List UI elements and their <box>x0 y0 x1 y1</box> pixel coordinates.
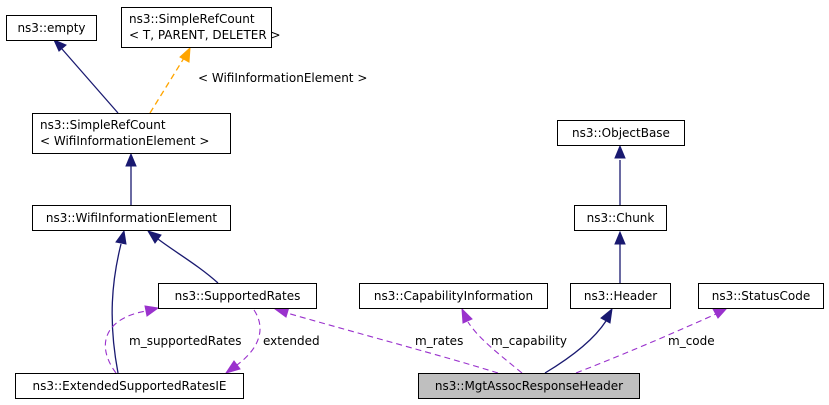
label-template-arg: < WifiInformationElement > <box>198 71 367 85</box>
edge-simplerefcount-to-empty <box>61 48 119 114</box>
node-mgtassocresponseheader-label: ns3::MgtAssocResponseHeader <box>435 379 623 393</box>
node-supportedrates-label: ns3::SupportedRates <box>175 289 301 303</box>
node-wifiinformationelement-label: ns3::WifiInformationElement <box>46 211 218 225</box>
node-statuscode-label: ns3::StatusCode <box>712 289 811 303</box>
arrowhead-template <box>179 46 191 63</box>
node-objectbase-label: ns3::ObjectBase <box>572 126 670 140</box>
arrowhead-empty <box>53 39 67 52</box>
node-capabilityinformation[interactable]: ns3::CapabilityInformation <box>359 283 548 309</box>
node-extendedsupportedratesie[interactable]: ns3::ExtendedSupportedRatesIE <box>15 373 244 399</box>
edge-mgt-to-header <box>544 320 607 374</box>
node-simplerefcount-template-line2: < T, PARENT, DELETER > <box>129 28 281 42</box>
arrowhead-header <box>600 307 613 324</box>
arrowhead-m-code <box>712 307 729 319</box>
arrowhead-extended <box>224 360 241 374</box>
edge-supportedrates-to-wie <box>157 238 219 284</box>
label-extended: extended <box>263 334 320 348</box>
node-simplerefcount-wie[interactable]: ns3::SimpleRefCount < WifiInformationEle… <box>32 113 231 154</box>
node-simplerefcount-template[interactable]: ns3::SimpleRefCount < T, PARENT, DELETER… <box>121 7 281 48</box>
node-header[interactable]: ns3::Header <box>570 283 671 309</box>
edge-m-code <box>575 313 717 374</box>
edge-template-instantiation <box>149 57 185 114</box>
node-wifiinformationelement[interactable]: ns3::WifiInformationElement <box>32 205 231 231</box>
node-capabilityinformation-label: ns3::CapabilityInformation <box>374 289 533 303</box>
edge-m-rates <box>286 312 499 374</box>
edge-extended-to-wie <box>111 243 122 374</box>
label-m-rates: m_rates <box>415 334 463 348</box>
label-m-code: m_code <box>668 334 715 348</box>
node-chunk[interactable]: ns3::Chunk <box>574 205 667 231</box>
node-extendedsupportedratesie-label: ns3::ExtendedSupportedRatesIE <box>33 379 227 393</box>
node-supportedrates[interactable]: ns3::SupportedRates <box>158 283 317 309</box>
arrowhead-chunk <box>614 230 626 245</box>
edge-m-supportedrates <box>104 310 147 374</box>
arrowhead-wie-from-supportedrates <box>146 230 162 244</box>
arrowhead-m-capability <box>461 307 473 324</box>
arrowhead-m-supportedrates <box>144 305 160 317</box>
node-empty[interactable]: ns3::empty <box>6 15 97 41</box>
node-header-label: ns3::Header <box>584 289 657 303</box>
node-statuscode[interactable]: ns3::StatusCode <box>698 283 824 309</box>
node-simplerefcount-wie-line1: ns3::SimpleRefCount <box>40 118 166 132</box>
label-m-supportedrates: m_supportedRates <box>129 334 242 348</box>
node-objectbase[interactable]: ns3::ObjectBase <box>557 120 685 146</box>
arrowhead-objectbase <box>614 144 626 159</box>
arrowhead-simplerefcount <box>125 152 137 167</box>
node-mgtassocresponseheader[interactable]: ns3::MgtAssocResponseHeader <box>418 373 640 399</box>
node-empty-label: ns3::empty <box>17 21 85 35</box>
node-simplerefcount-wie-line2: < WifiInformationElement > <box>40 134 209 148</box>
edge-m-capability <box>467 321 523 374</box>
node-chunk-label: ns3::Chunk <box>587 211 655 225</box>
label-m-capability: m_capability <box>491 334 567 348</box>
node-simplerefcount-template-line1: ns3::SimpleRefCount <box>129 12 255 26</box>
edge-extended <box>236 309 261 366</box>
arrowhead-wie-from-extended <box>115 229 127 245</box>
